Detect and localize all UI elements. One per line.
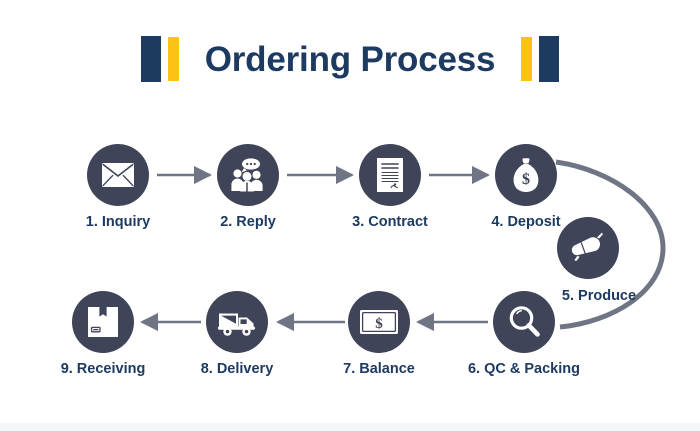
banknote-icon: $ (360, 310, 398, 334)
header-decoration-right (521, 36, 560, 82)
delivery-truck-icon (218, 313, 255, 336)
step-label: 1. Inquiry (85, 214, 151, 230)
step-icon-circle (557, 217, 619, 279)
process-step-balance[interactable]: $ 7. Balance (319, 291, 439, 378)
process-step-produce[interactable]: 5. Produce (557, 217, 697, 305)
envelope-icon (102, 163, 134, 187)
step-icon-circle (217, 144, 279, 206)
process-step-inquiry[interactable]: 1. Inquiry (58, 144, 178, 231)
process-step-reply[interactable]: 2. Reply (188, 144, 308, 231)
gold-bar-icon (167, 37, 179, 81)
step-label: 2. Reply (220, 214, 276, 230)
step-icon-circle: $ (495, 144, 557, 206)
process-step-receiving[interactable]: 9. Receiving (43, 291, 163, 378)
muffler-icon (571, 232, 603, 261)
svg-text:$: $ (522, 171, 530, 188)
step-label: 9. Receiving (60, 361, 146, 377)
document-icon (377, 158, 403, 192)
navy-bar-icon (140, 36, 161, 82)
step-icon-circle (493, 291, 555, 353)
step-label: 6. QC & Packing (467, 361, 580, 377)
process-step-delivery[interactable]: 8. Delivery (177, 291, 297, 378)
money-bag-icon: $ (513, 158, 539, 192)
header-decoration-left (140, 36, 179, 82)
package-box-icon (88, 307, 118, 337)
step-label: 5. Produce (561, 288, 637, 304)
step-icon-circle: $ (348, 291, 410, 353)
people-chat-icon (231, 158, 263, 192)
bottom-band (0, 423, 700, 431)
step-icon-circle (206, 291, 268, 353)
page-title: Ordering Process (204, 39, 496, 79)
navy-bar-icon (539, 36, 560, 82)
step-icon-circle (87, 144, 149, 206)
step-label: 4. Deposit (491, 214, 561, 230)
process-step-deposit[interactable]: $ 4. Deposit (466, 144, 586, 231)
page-header: Ordering Process (0, 28, 700, 90)
step-icon-circle (72, 291, 134, 353)
svg-text:$: $ (375, 316, 383, 332)
magnifier-icon (509, 306, 540, 337)
process-step-qc-packing[interactable]: 6. QC & Packing (464, 291, 584, 378)
process-step-contract[interactable]: 3. Contract (330, 144, 450, 231)
step-label: 8. Delivery (200, 361, 274, 377)
step-label: 3. Contract (352, 214, 428, 230)
gold-bar-icon (521, 37, 533, 81)
step-icon-circle (359, 144, 421, 206)
step-label: 7. Balance (343, 361, 415, 377)
